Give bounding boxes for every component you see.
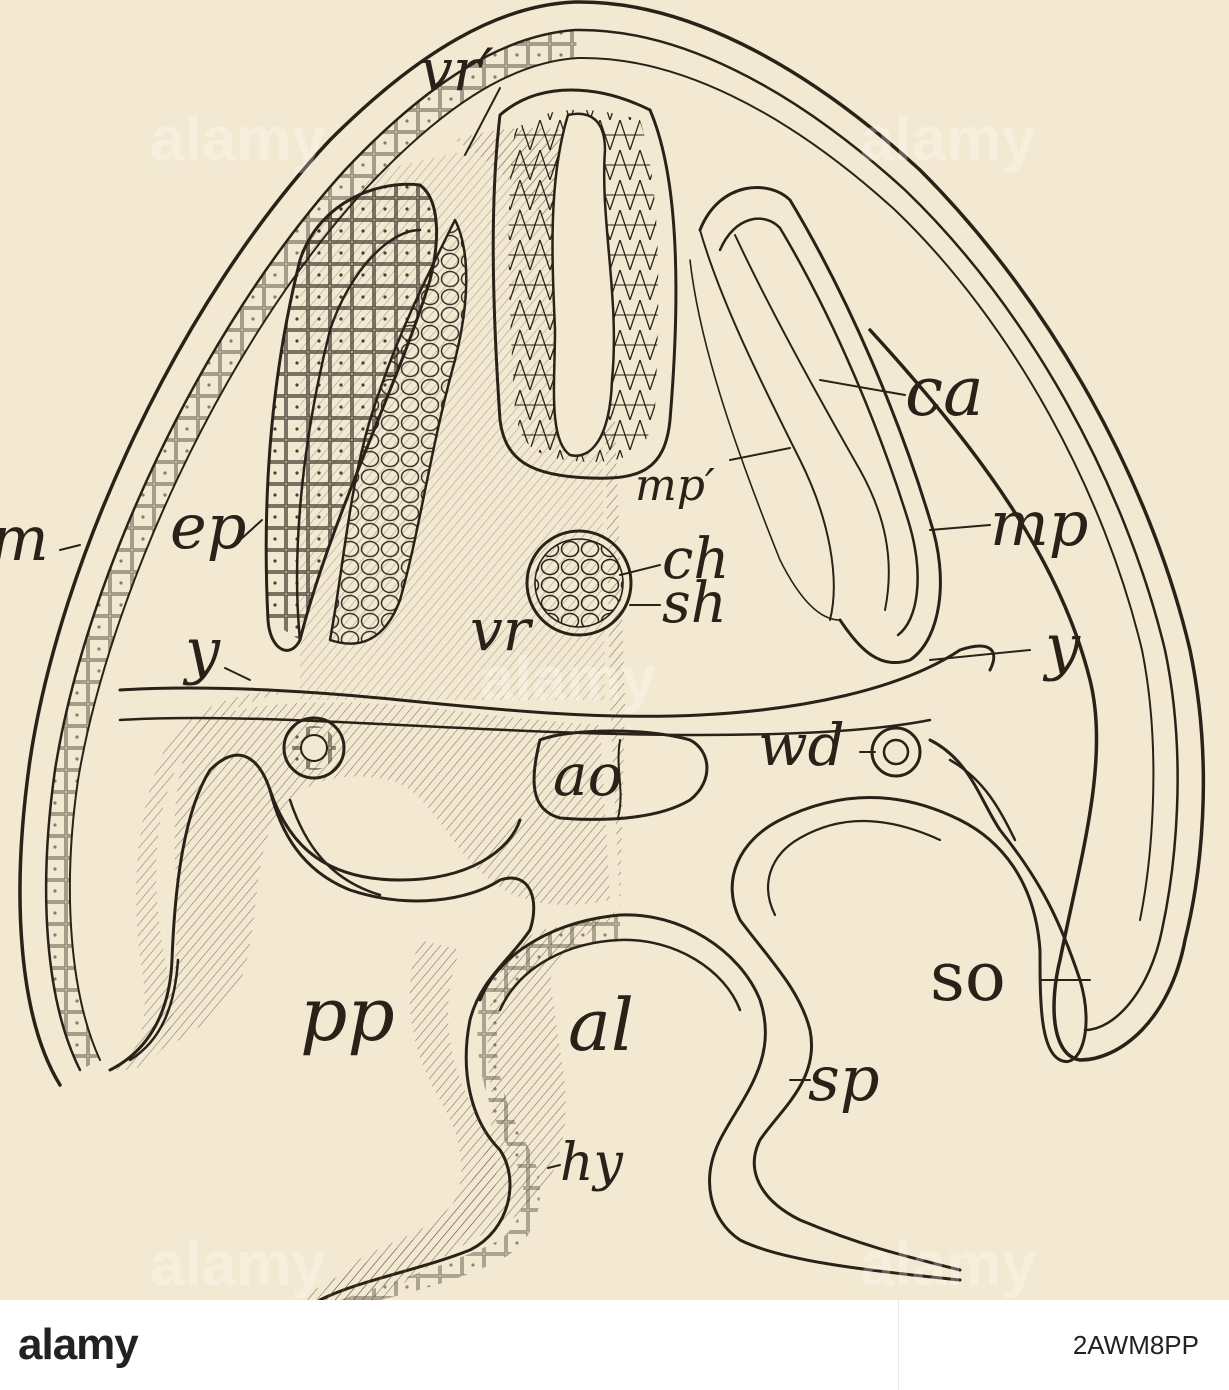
label-hy: hy (560, 1133, 623, 1193)
leader-lines (59, 87, 1091, 1169)
footer-bar: alamy 2AWM8PP (0, 1300, 1229, 1390)
label-m: m (0, 502, 49, 575)
label-vr: vr (470, 596, 534, 664)
watermark-5: alamy (860, 1230, 1036, 1299)
label-ch: ch (662, 527, 729, 592)
gut (340, 913, 962, 1300)
mid-divider (118, 644, 996, 737)
left-coelom-wall (108, 753, 536, 1300)
watermark-4: alamy (150, 1230, 326, 1299)
label-wd: wd (758, 711, 845, 779)
hypoblast-band (300, 940, 497, 1300)
watermarks: alamy alamy alamy alamy alamy (150, 105, 1036, 1299)
image-id: 2AWM8PP (1072, 1330, 1199, 1360)
wolffian-duct-left (282, 716, 346, 780)
anatomical-diagram: vr′ vr ca mp′ mp ch sh m ep y y wd ao pp… (0, 0, 1206, 1300)
watermark-2: alamy (860, 105, 1036, 174)
wolffian-duct-right (870, 726, 922, 778)
label-y-right: y (1042, 610, 1081, 683)
left-epithelium (264, 182, 438, 652)
watermark-1: alamy (150, 105, 326, 174)
label-mp: mp (990, 487, 1088, 560)
label-ca: ca (905, 353, 984, 432)
ganglion-column (328, 218, 468, 645)
label-sh: sh (662, 571, 727, 636)
watermark-3: alamy (480, 645, 656, 714)
label-sp: sp (808, 1042, 880, 1115)
label-vr-prime: vr′ (420, 36, 494, 104)
label-al: al (568, 983, 634, 1067)
right-myotome (689, 186, 942, 665)
notochord (525, 529, 633, 637)
label-ep: ep (170, 490, 246, 563)
labels: vr′ vr ca mp′ mp ch sh m ep y y wd ao pp… (0, 36, 1088, 1193)
label-so: so (930, 938, 1006, 1017)
footer-logo: alamy (18, 1320, 139, 1369)
label-y-left: y (182, 614, 221, 687)
aorta (532, 729, 709, 821)
label-mp-prime: mp′ (635, 460, 715, 511)
label-ao: ao (553, 741, 623, 809)
footer-id-panel: 2AWM8PP (898, 1300, 1229, 1390)
right-coelom-wall (730, 738, 1088, 1272)
label-pp: pp (300, 972, 395, 1058)
neural-tube (491, 88, 678, 480)
